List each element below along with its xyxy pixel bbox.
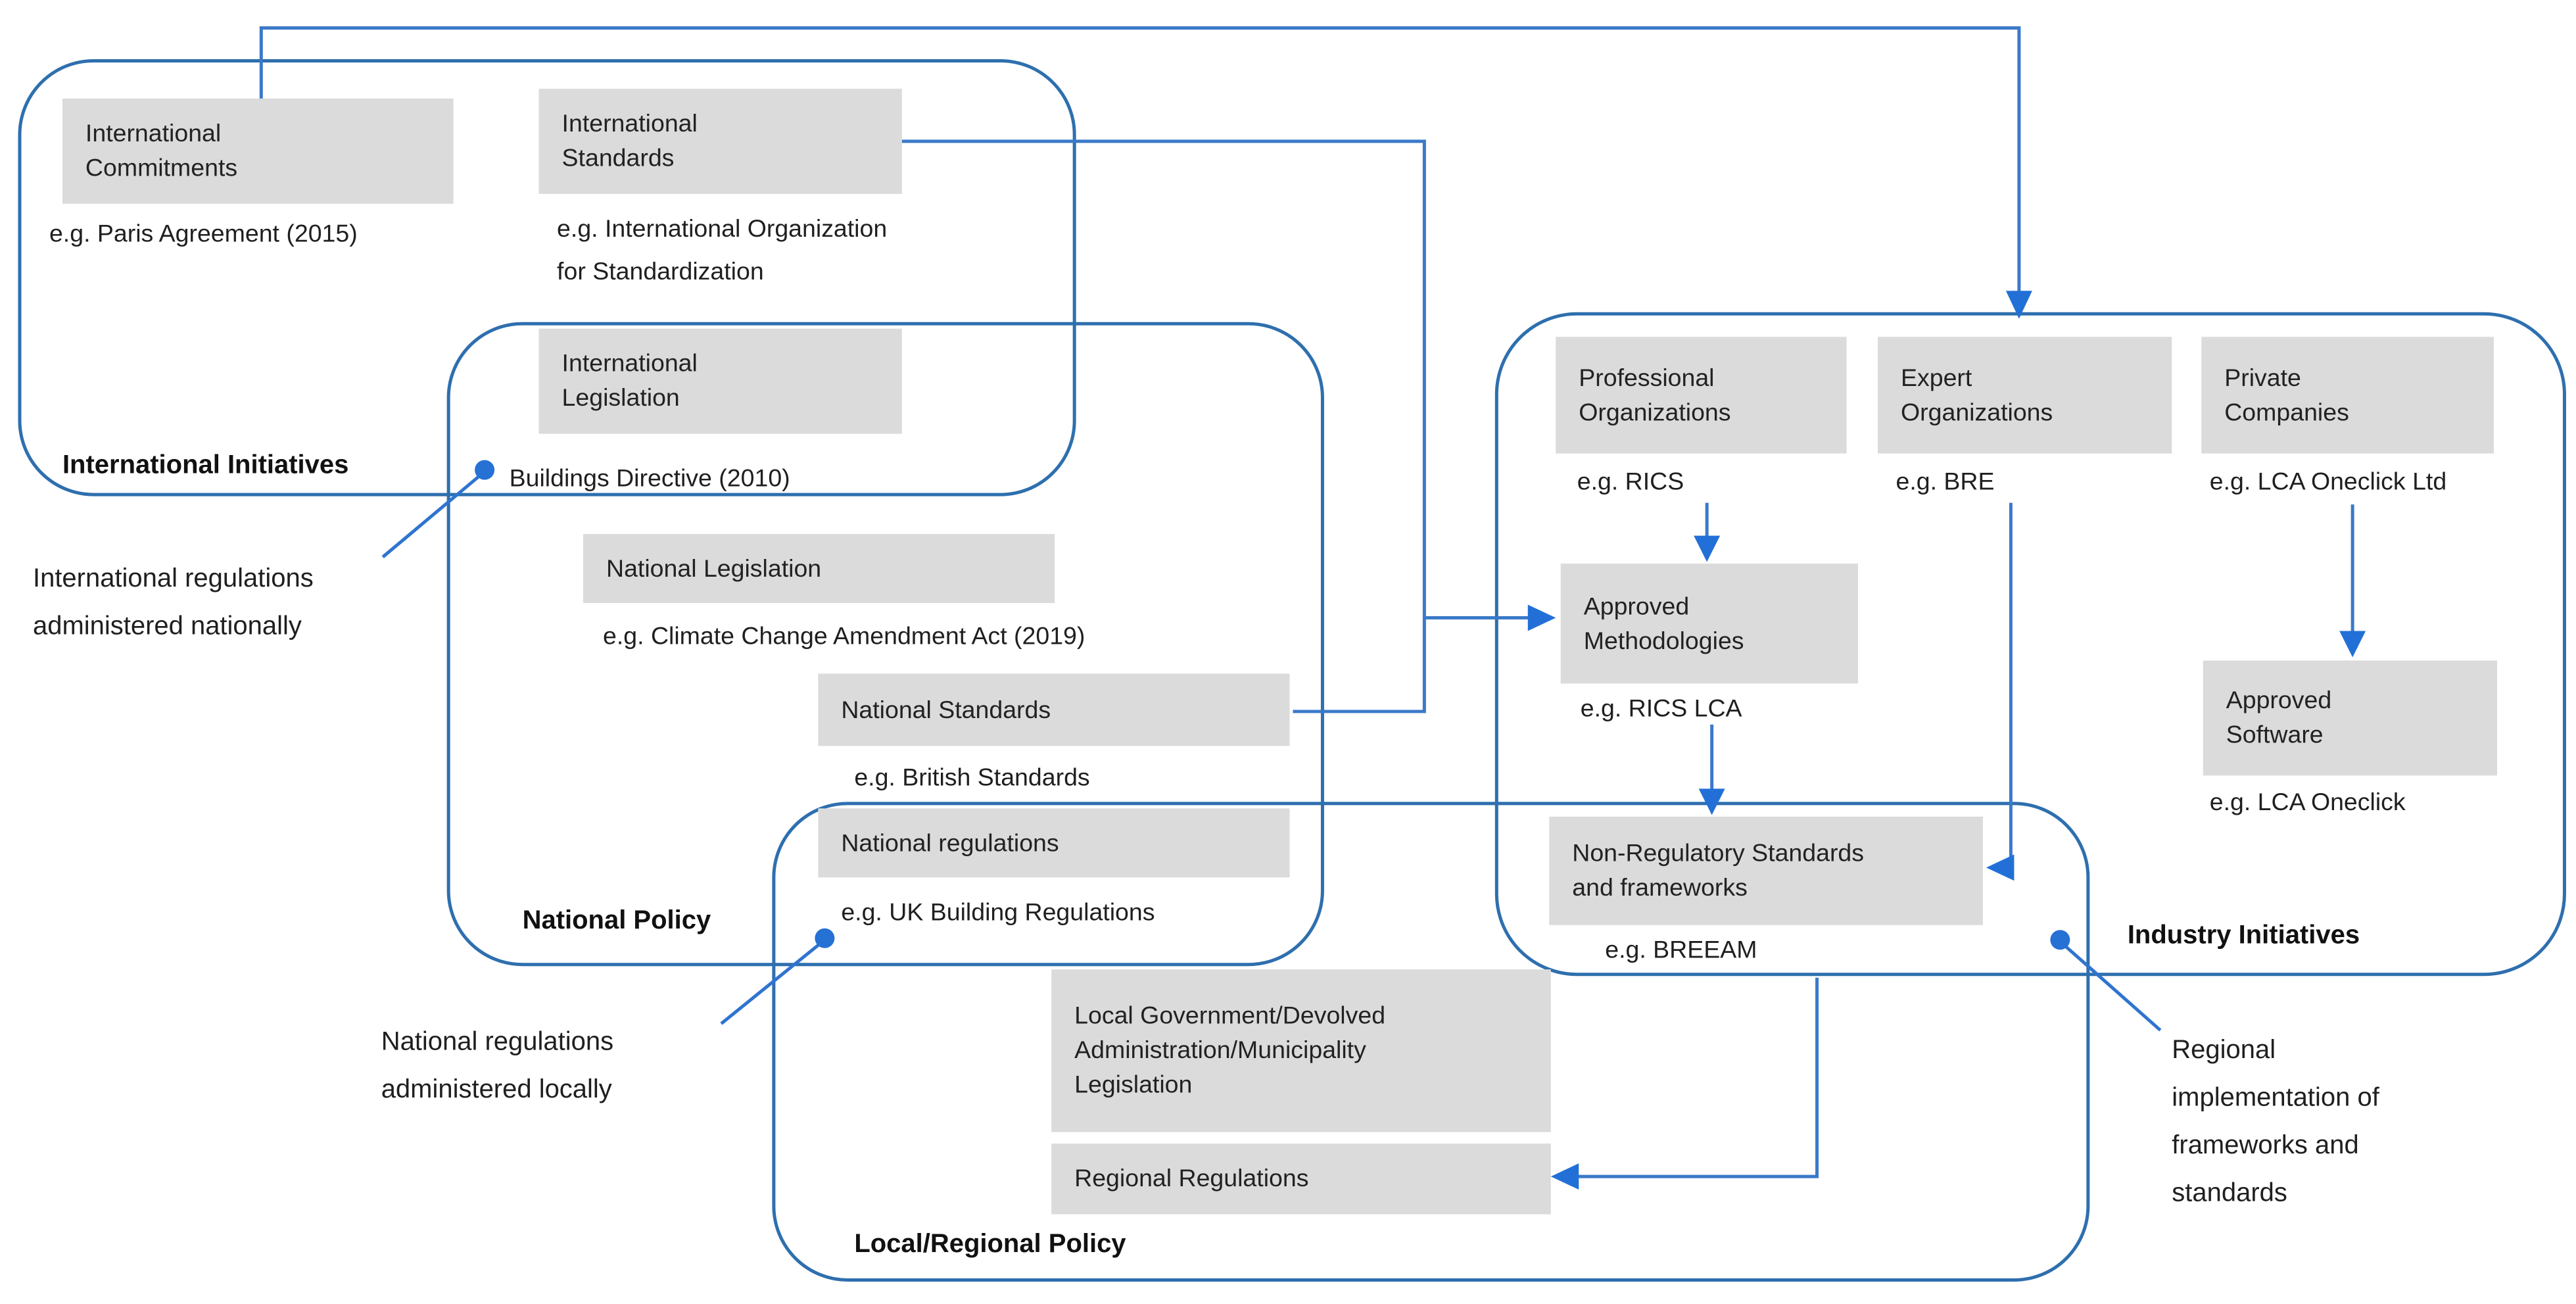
caption-rics: e.g. RICS (1577, 468, 1684, 496)
caption-buildings-directive: Buildings Directive (2010) (509, 465, 790, 493)
node-private-companies: Private Companies (2201, 337, 2494, 454)
node-text: Legislation (1074, 1071, 1193, 1099)
node-expert-organizations: Expert Organizations (1878, 337, 2172, 454)
caption-rics-lca: e.g. RICS LCA (1580, 694, 1742, 723)
node-regional-regulations: Regional Regulations (1051, 1144, 1551, 1215)
node-local-government-legislation: Local Government/Devolved Administration… (1051, 969, 1551, 1132)
node-international-legislation: International Legislation (538, 328, 902, 434)
node-approved-software: Approved Software (2203, 660, 2498, 776)
node-text: Local Government/Devolved (1074, 1002, 1386, 1030)
annotation-international-administered: International regulations administered n… (33, 556, 314, 651)
node-national-standards: National Standards (818, 673, 1290, 746)
caption-uk-building-regulations: e.g. UK Building Regulations (841, 898, 1155, 927)
caption-lca-oneclick-ltd: e.g. LCA Oneclick Ltd (2209, 468, 2447, 496)
annotation-line: standards (2172, 1180, 2287, 1208)
annotation-line: implementation of (2172, 1084, 2379, 1113)
node-text: Approved (2226, 687, 2332, 715)
node-text: International (561, 350, 698, 378)
caption-lca-oneclick: e.g. LCA Oneclick (2209, 788, 2406, 817)
node-approved-methodologies: Approved Methodologies (1560, 564, 1859, 684)
node-text: Expert (1900, 364, 1972, 392)
node-text: International (85, 120, 222, 148)
node-text: Companies (2224, 398, 2349, 427)
annotation-regional-implementation: Regional implementation of frameworks an… (2172, 1027, 2379, 1218)
node-text: National regulations (841, 829, 1059, 857)
caption-climate-change-act: e.g. Climate Change Amendment Act (2019) (603, 623, 1085, 651)
node-national-legislation: National Legislation (583, 534, 1055, 604)
node-text: Methodologies (1583, 627, 1744, 655)
node-non-regulatory-standards: Non-Regulatory Standards and frameworks (1549, 816, 1983, 925)
node-text: National Legislation (606, 554, 822, 583)
annotation-line: administered locally (381, 1076, 612, 1105)
node-text: Legislation (561, 384, 680, 413)
node-professional-organizations: Professional Organizations (1556, 337, 1847, 454)
caption-paris-agreement: e.g. Paris Agreement (2015) (49, 220, 358, 249)
node-text: Software (2226, 721, 2324, 750)
node-international-commitments: International Commitments (62, 98, 454, 204)
caption-line: e.g. International Organization (557, 215, 888, 243)
caption-bre: e.g. BRE (1896, 468, 1995, 496)
annotation-line: frameworks and (2172, 1132, 2359, 1161)
label-local-regional-policy: Local/Regional Policy (854, 1230, 1126, 1259)
node-text: Professional (1579, 364, 1715, 392)
label-international-initiatives: International Initiatives (62, 452, 349, 480)
node-text: Administration/Municipality (1074, 1036, 1366, 1065)
node-text: National Standards (841, 696, 1051, 724)
caption-breeam: e.g. BREEAM (1605, 936, 1757, 965)
node-text: Commitments (85, 154, 238, 183)
label-industry-initiatives: Industry Initiatives (2127, 921, 2360, 950)
node-text: Regional Regulations (1074, 1165, 1309, 1194)
node-text: and frameworks (1572, 874, 1748, 902)
caption-iso: e.g. International Organization for Stan… (557, 208, 887, 294)
node-text: Approved (1583, 592, 1690, 621)
node-text: International (561, 110, 698, 138)
node-national-regulations: National regulations (818, 808, 1290, 878)
annotation-line: International regulations (32, 565, 314, 594)
node-text: Non-Regulatory Standards (1572, 839, 1865, 868)
caption-line: for Standardization (557, 258, 764, 286)
annotation-line: Regional (2172, 1036, 2276, 1065)
caption-british-standards: e.g. British Standards (854, 763, 1090, 792)
node-text: Organizations (1900, 398, 2053, 427)
annotation-line: administered nationally (32, 613, 302, 641)
annotation-line: National regulations (381, 1028, 614, 1057)
container-local-regional-policy (772, 802, 2090, 1282)
node-text: Private (2224, 364, 2301, 392)
node-text: Standards (561, 144, 675, 173)
node-text: Organizations (1579, 398, 1731, 427)
node-international-standards: International Standards (538, 88, 902, 194)
label-national-policy: National Policy (522, 907, 711, 935)
annotation-national-administered: National regulations administered locall… (381, 1019, 613, 1114)
